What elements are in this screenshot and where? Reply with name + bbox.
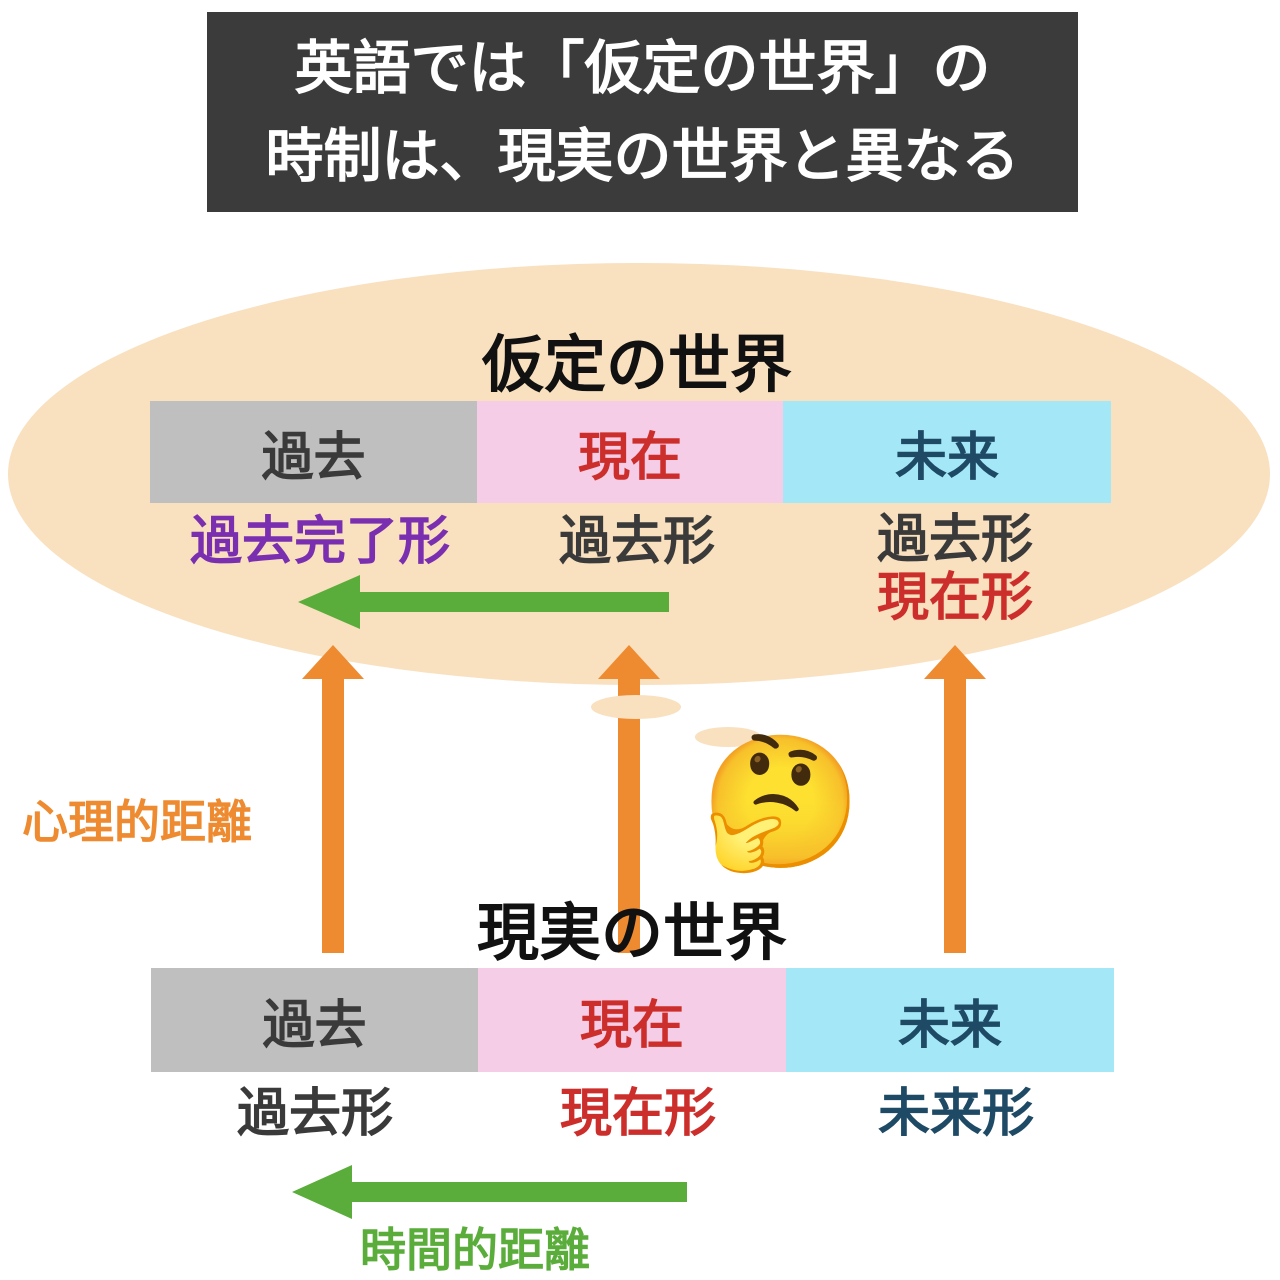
real-present-cell: 現在	[478, 968, 786, 1072]
hypothetical-present-form: 過去形	[558, 512, 715, 572]
hypothetical-present-cell: 現在	[477, 401, 783, 503]
hypothetical-world-heading: 仮定の世界	[481, 328, 792, 401]
real-past-form: 過去形	[236, 1084, 393, 1144]
hypothetical-past-form: 過去完了形	[189, 512, 450, 572]
hypothetical-past-cell: 過去	[150, 401, 477, 503]
real-future-cell: 未来	[786, 968, 1114, 1072]
upper-green-arrow	[298, 575, 669, 629]
temporal-distance-label: 時間的距離	[360, 1223, 590, 1277]
title-box: 英語では「仮定の世界」の 時制は、現実の世界と異なる	[207, 12, 1078, 212]
thought-bubble-small	[695, 727, 761, 747]
title-line-1: 英語では「仮定の世界」の	[294, 34, 991, 102]
orange-up-arrow-future	[924, 645, 986, 953]
hypothetical-future-cell: 未来	[783, 401, 1111, 503]
real-past-cell: 過去	[151, 968, 478, 1072]
real-present-form: 現在形	[559, 1084, 716, 1144]
thinking-face-icon: 🤔	[700, 726, 862, 878]
hypothetical-future-form-2: 現在形	[876, 568, 1033, 628]
hypothetical-future-form-1: 過去形	[876, 510, 1033, 570]
real-world-heading: 現実の世界	[476, 896, 787, 969]
thought-bubble-large	[591, 695, 681, 719]
orange-up-arrow-past	[302, 645, 364, 953]
lower-green-arrow	[292, 1165, 687, 1219]
title-line-2: 時制は、現実の世界と異なる	[265, 122, 1020, 190]
orange-up-arrow-present	[598, 645, 660, 953]
psychological-distance-label: 心理的距離	[22, 795, 252, 849]
real-future-form: 未来形	[877, 1084, 1034, 1144]
